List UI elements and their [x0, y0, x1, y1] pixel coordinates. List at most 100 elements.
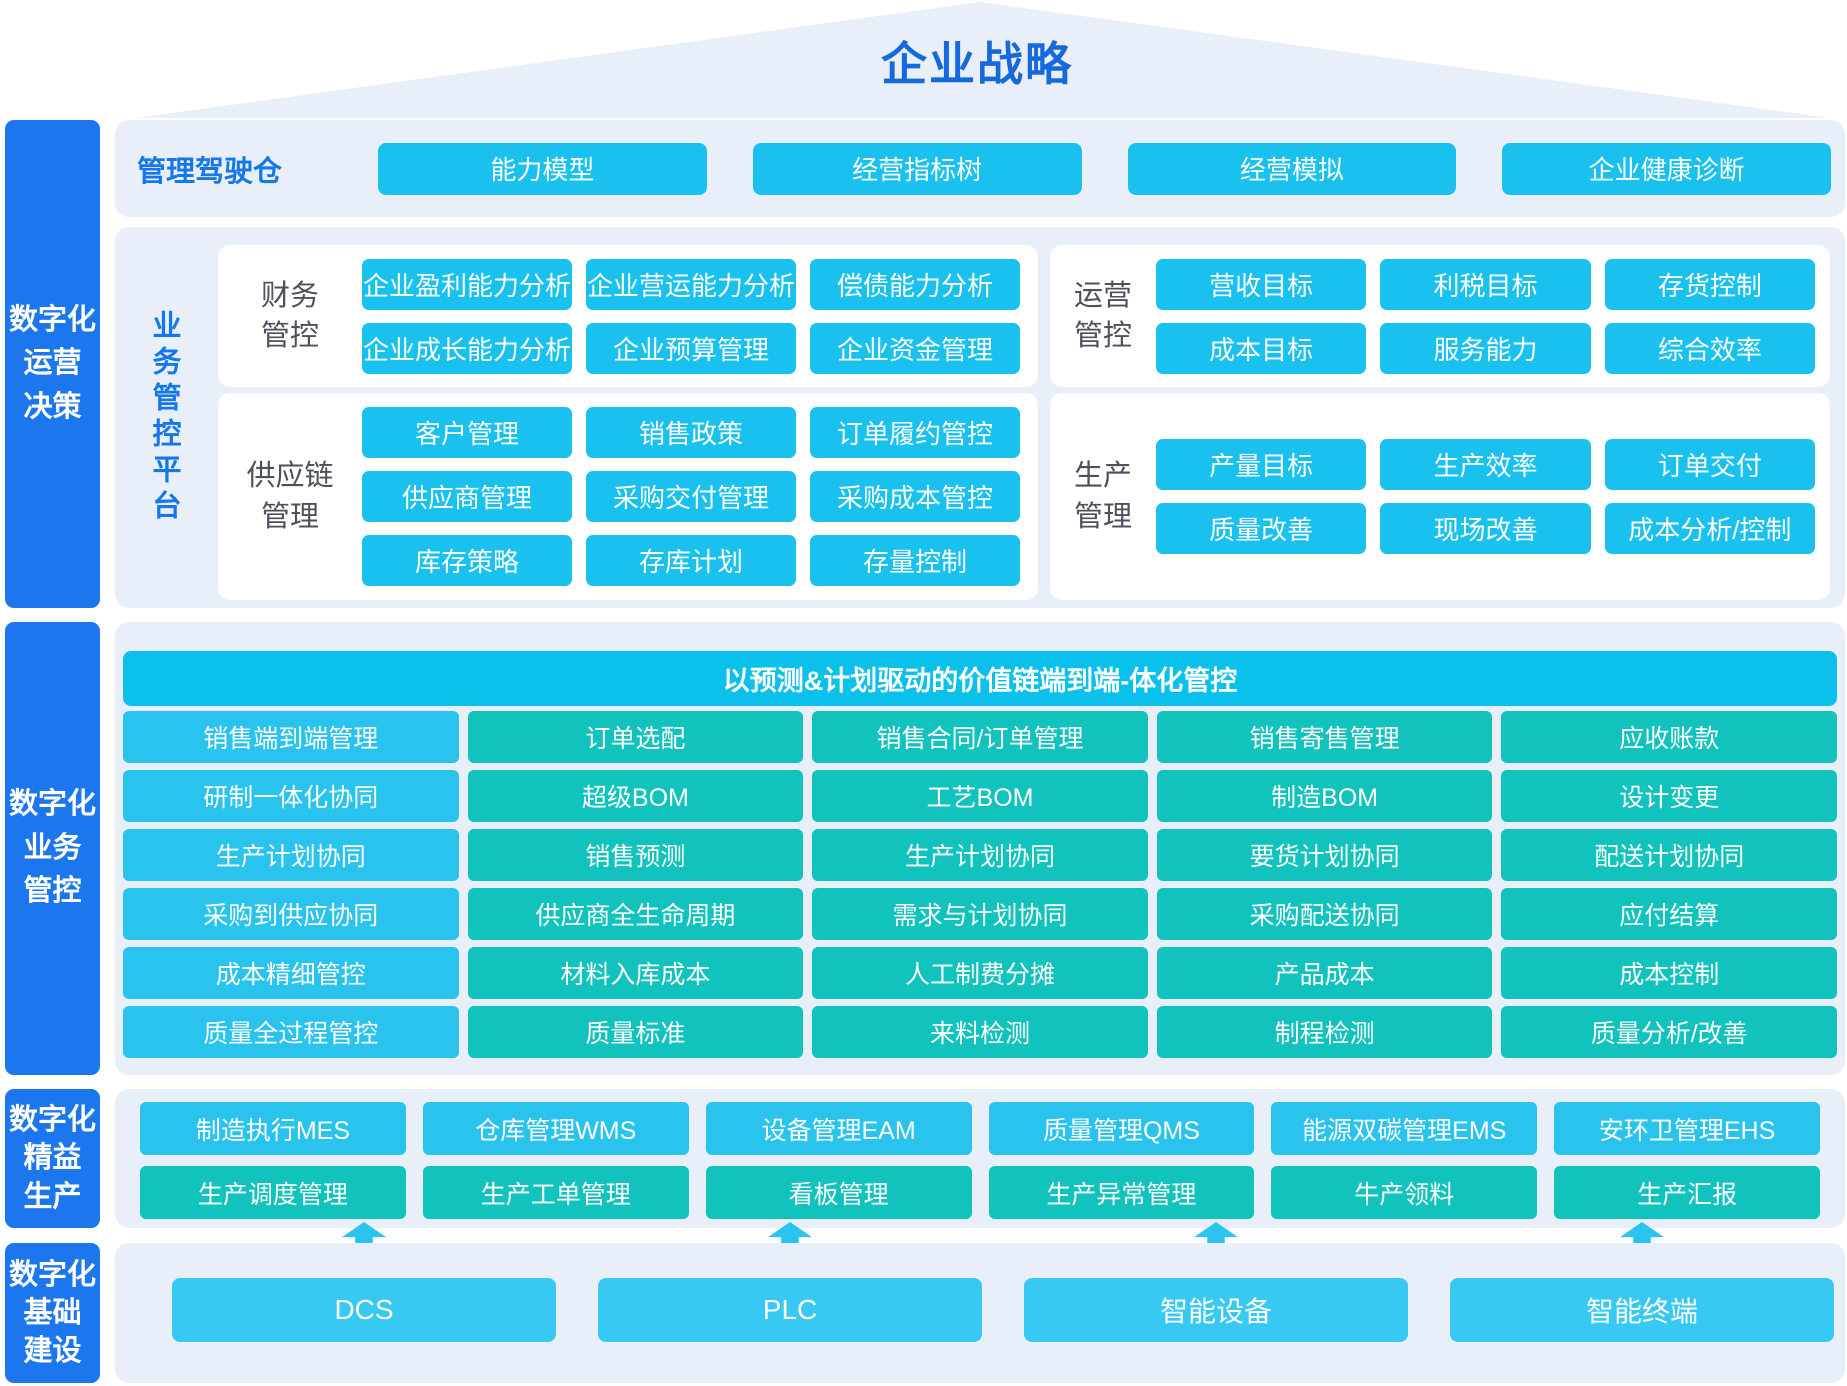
panel-cell: 现场改善: [1380, 503, 1591, 554]
strategy-title: 企业战略: [881, 38, 1073, 90]
grid-cell: 采购配送协同: [1156, 888, 1493, 940]
sidebar-line: 业务: [23, 831, 82, 864]
grid-cell: 产品成本: [1156, 947, 1493, 999]
lean-cell: 能源双碳管理EMS: [1271, 1102, 1538, 1155]
supply-chain-panel: 供应链 管理 客户管理 销售政策 订单履约管控 供应商管理 采购交付管理 采购成…: [218, 393, 1038, 600]
panel-cell: 营收目标: [1156, 258, 1367, 310]
panel-cell: 存库计划: [586, 535, 796, 586]
sidebar-line: 数字化: [8, 788, 96, 821]
sidebar-line: 生产: [23, 1180, 82, 1213]
lean-cell: 制造执行MES: [140, 1102, 406, 1155]
grid-cell: 生产计划协同: [812, 829, 1148, 881]
panel-title: 生产 管理: [1050, 456, 1156, 536]
cockpit-item-business-simulation: 经营模拟: [1127, 142, 1457, 195]
panel-title-line: 管理: [260, 500, 319, 533]
sidebar-line: 数字化: [8, 303, 96, 336]
lean-cell: 牛产领料: [1271, 1166, 1538, 1219]
grid-cell: 应收账款: [1501, 711, 1837, 763]
infra-box-plc: PLC: [598, 1278, 982, 1342]
sidebar-line: 运营: [23, 347, 82, 380]
grid-cell: 销售寄售管理: [1156, 711, 1493, 763]
sidebar-line: 数字化: [8, 1104, 96, 1137]
panel-cell: 成本分析/控制: [1604, 503, 1815, 554]
infrastructure-section: DCS PLC 智能设备 智能终端: [115, 1243, 1845, 1383]
grid-cell: 要货计划协同: [1156, 829, 1493, 881]
sidebar-line: 基础: [23, 1296, 82, 1329]
sidebar-block-infrastructure: 数字化 基础 建设: [5, 1243, 100, 1383]
grid-cell: 生产计划协同: [123, 829, 459, 881]
panel-cell: 供应商管理: [362, 471, 572, 522]
sidebar-line: 数字化: [8, 1258, 96, 1291]
grid-cell: 人工制费分摊: [812, 947, 1148, 999]
panel-title-line: 供应链: [246, 460, 334, 493]
grid-cell: 制造BOM: [1156, 770, 1493, 822]
grid-cell: 配送计划协同: [1501, 829, 1837, 881]
grid-cell: 材料入库成本: [467, 947, 804, 999]
sidebar-block-lean-production: 数字化 精益 生产: [5, 1089, 100, 1228]
cockpit-label: 管理驾驶仓: [137, 155, 283, 188]
grid-cell: 制程检测: [1156, 1006, 1493, 1058]
panel-cell: 企业预算管理: [586, 322, 796, 374]
lean-production-section: 制造执行MES 仓库管理WMS 设备管理EAM 质量管理QMS 能源双碳管理EM…: [115, 1089, 1845, 1228]
sidebar-line: 建设: [23, 1335, 82, 1368]
production-management-panel: 生产 管理 产量目标 生产效率 订单交付 质量改善 现场改善 成本分析/控制: [1050, 393, 1830, 600]
panel-title: 财务 管控: [218, 276, 362, 356]
panel-cell: 采购交付管理: [586, 471, 796, 522]
panel-cell: 服务能力: [1380, 322, 1591, 374]
management-cockpit-panel: 管理驾驶仓 能力模型 经营指标树 经营模拟 企业健康诊断: [115, 120, 1845, 217]
grid-cell: 成本控制: [1501, 947, 1837, 999]
panel-cell: 偿债能力分析: [810, 258, 1020, 310]
panel-cell: 库存策略: [362, 535, 572, 586]
panel-cell: 企业成长能力分析: [362, 322, 572, 374]
panel-cell: 生产效率: [1380, 439, 1591, 490]
infra-box-dcs: DCS: [172, 1278, 556, 1342]
grid-cell: 成本精细管控: [123, 947, 459, 999]
value-chain-banner: 以预测&计划驱动的价值链端到端-体化管控: [123, 651, 1837, 706]
lean-cell: 生产汇报: [1554, 1166, 1820, 1219]
lean-cell: 生产调度管理: [140, 1166, 406, 1219]
grid-cell: 超级BOM: [467, 770, 804, 822]
finance-control-panel: 财务 管控 企业盈利能力分析 企业营运能力分析 偿债能力分析 企业成长能力分析 …: [218, 245, 1038, 387]
lean-cell: 仓库管理WMS: [422, 1102, 689, 1155]
sidebar-block-business-control: 数字化 业务 管控: [5, 622, 100, 1075]
panel-title-line: 管控: [260, 320, 319, 352]
panel-cell: 企业盈利能力分析: [362, 258, 572, 310]
operation-control-panel: 运营 管控 营收目标 利税目标 存货控制 成本目标 服务能力 综合效率: [1050, 245, 1830, 387]
lean-cell: 质量管理QMS: [988, 1102, 1255, 1155]
grid-cell: 质量标准: [467, 1006, 804, 1058]
lean-cell: 设备管理EAM: [705, 1102, 972, 1155]
panel-cell: 存量控制: [810, 535, 1020, 586]
business-control-grid: 销售端到端管理 订单选配 销售合同/订单管理 销售寄售管理 应收账款 研制一体化…: [123, 711, 1837, 1058]
panel-title: 运营 管控: [1050, 276, 1156, 356]
grid-cell: 来料检测: [812, 1006, 1148, 1058]
panel-cell: 存货控制: [1604, 258, 1815, 310]
lean-cell: 看板管理: [705, 1166, 972, 1219]
lean-cell: 生产异常管理: [988, 1166, 1255, 1219]
panel-title-line: 运营: [1073, 279, 1132, 312]
platform-vertical-label: 业务管控平台: [148, 309, 180, 526]
panel-title-line: 生产: [1073, 460, 1132, 493]
panel-cell: 质量改善: [1156, 503, 1367, 554]
lean-cell: 安环卫管理EHS: [1554, 1102, 1820, 1155]
grid-cell: 销售预测: [467, 829, 804, 881]
cockpit-item-health-diagnosis: 企业健康诊断: [1502, 142, 1831, 195]
panel-cell: 产量目标: [1156, 439, 1367, 490]
grid-cell: 工艺BOM: [812, 770, 1148, 822]
panel-cell: 利税目标: [1380, 258, 1591, 310]
grid-cell: 供应商全生命周期: [467, 888, 804, 940]
cockpit-item-capability-model: 能力模型: [378, 142, 707, 195]
operations-decision-section: 业务管控平台 财务 管控 企业盈利能力分析 企业营运能力分析 偿债能力分析 企业…: [115, 227, 1845, 608]
sidebar-line: 精益: [23, 1142, 82, 1175]
sidebar-line: 决策: [23, 390, 82, 423]
grid-cell: 销售端到端管理: [123, 711, 459, 763]
grid-cell: 质量全过程管控: [123, 1006, 459, 1058]
grid-cell: 销售合同/订单管理: [812, 711, 1148, 763]
infra-box-smart-equipment: 智能设备: [1024, 1278, 1408, 1342]
panel-title-line: 管理: [1073, 500, 1132, 533]
panel-title-line: 管控: [1073, 320, 1132, 352]
cockpit-item-kpi-tree: 经营指标树: [752, 142, 1082, 195]
panel-cell: 订单履约管控: [810, 407, 1020, 458]
panel-title-line: 财务: [260, 279, 319, 312]
infra-box-smart-terminal: 智能终端: [1450, 1278, 1834, 1342]
panel-cell: 采购成本管控: [810, 471, 1020, 522]
